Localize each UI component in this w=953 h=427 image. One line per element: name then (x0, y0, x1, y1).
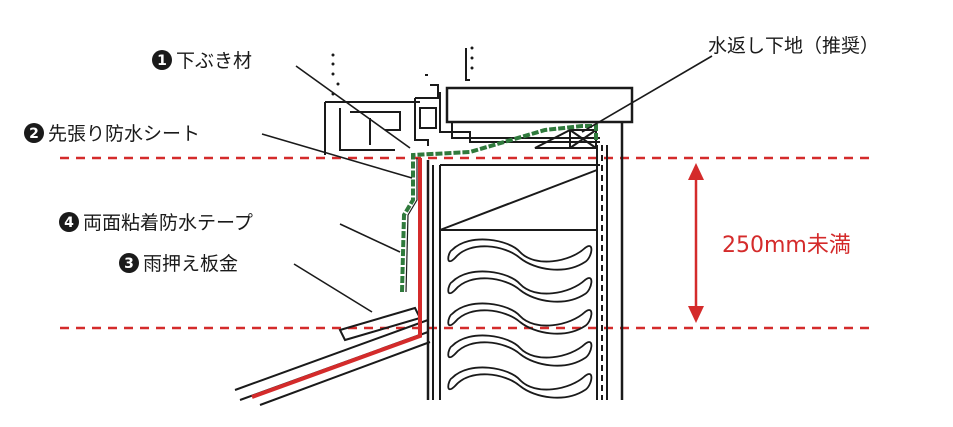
svg-text:1: 1 (157, 53, 167, 69)
red-flashing-line (251, 158, 422, 399)
number-badge-4 (59, 212, 79, 232)
number-badge-1 (152, 50, 172, 70)
number-badge-3 (119, 253, 139, 273)
svg-text:3: 3 (124, 256, 134, 272)
label-item4: 4 両面粘着防水テープ (59, 212, 253, 234)
insulation (447, 238, 593, 399)
number-badge-2 (24, 123, 44, 143)
label-text-item4: 両面粘着防水テープ (83, 212, 253, 234)
label-text-item1: 下ぶき材 (176, 50, 252, 72)
green-waterproof-sheet (400, 124, 598, 293)
label-item2: 2 先張り防水シート (24, 123, 200, 145)
leader-item3 (293, 263, 373, 313)
leader-lines (261, 55, 713, 313)
reference-lines (60, 156, 870, 330)
label-item3: 3 雨押え板金 (119, 253, 238, 275)
leader-item2 (261, 133, 413, 179)
window-frame (324, 48, 634, 155)
label-item1: 1 下ぶき材 (152, 50, 252, 72)
label-text-item2: 先張り防水シート (48, 123, 200, 145)
dimension-label: 250mm未満 (722, 233, 851, 258)
label-water-return-base: 水返し下地（推奨） (708, 35, 879, 57)
leader-item1 (295, 65, 411, 149)
dimension-arrow (688, 163, 704, 323)
label-text-item3: 雨押え板金 (143, 253, 238, 275)
leader-base (581, 55, 713, 133)
frame-dots (331, 46, 474, 96)
arrow-head-up (688, 163, 704, 180)
leader-item4 (339, 223, 401, 253)
wall-frame (426, 122, 624, 400)
green-sheet-edge (405, 158, 418, 293)
svg-text:4: 4 (64, 215, 74, 231)
svg-text:2: 2 (29, 126, 39, 142)
arrow-head-down (688, 306, 704, 323)
